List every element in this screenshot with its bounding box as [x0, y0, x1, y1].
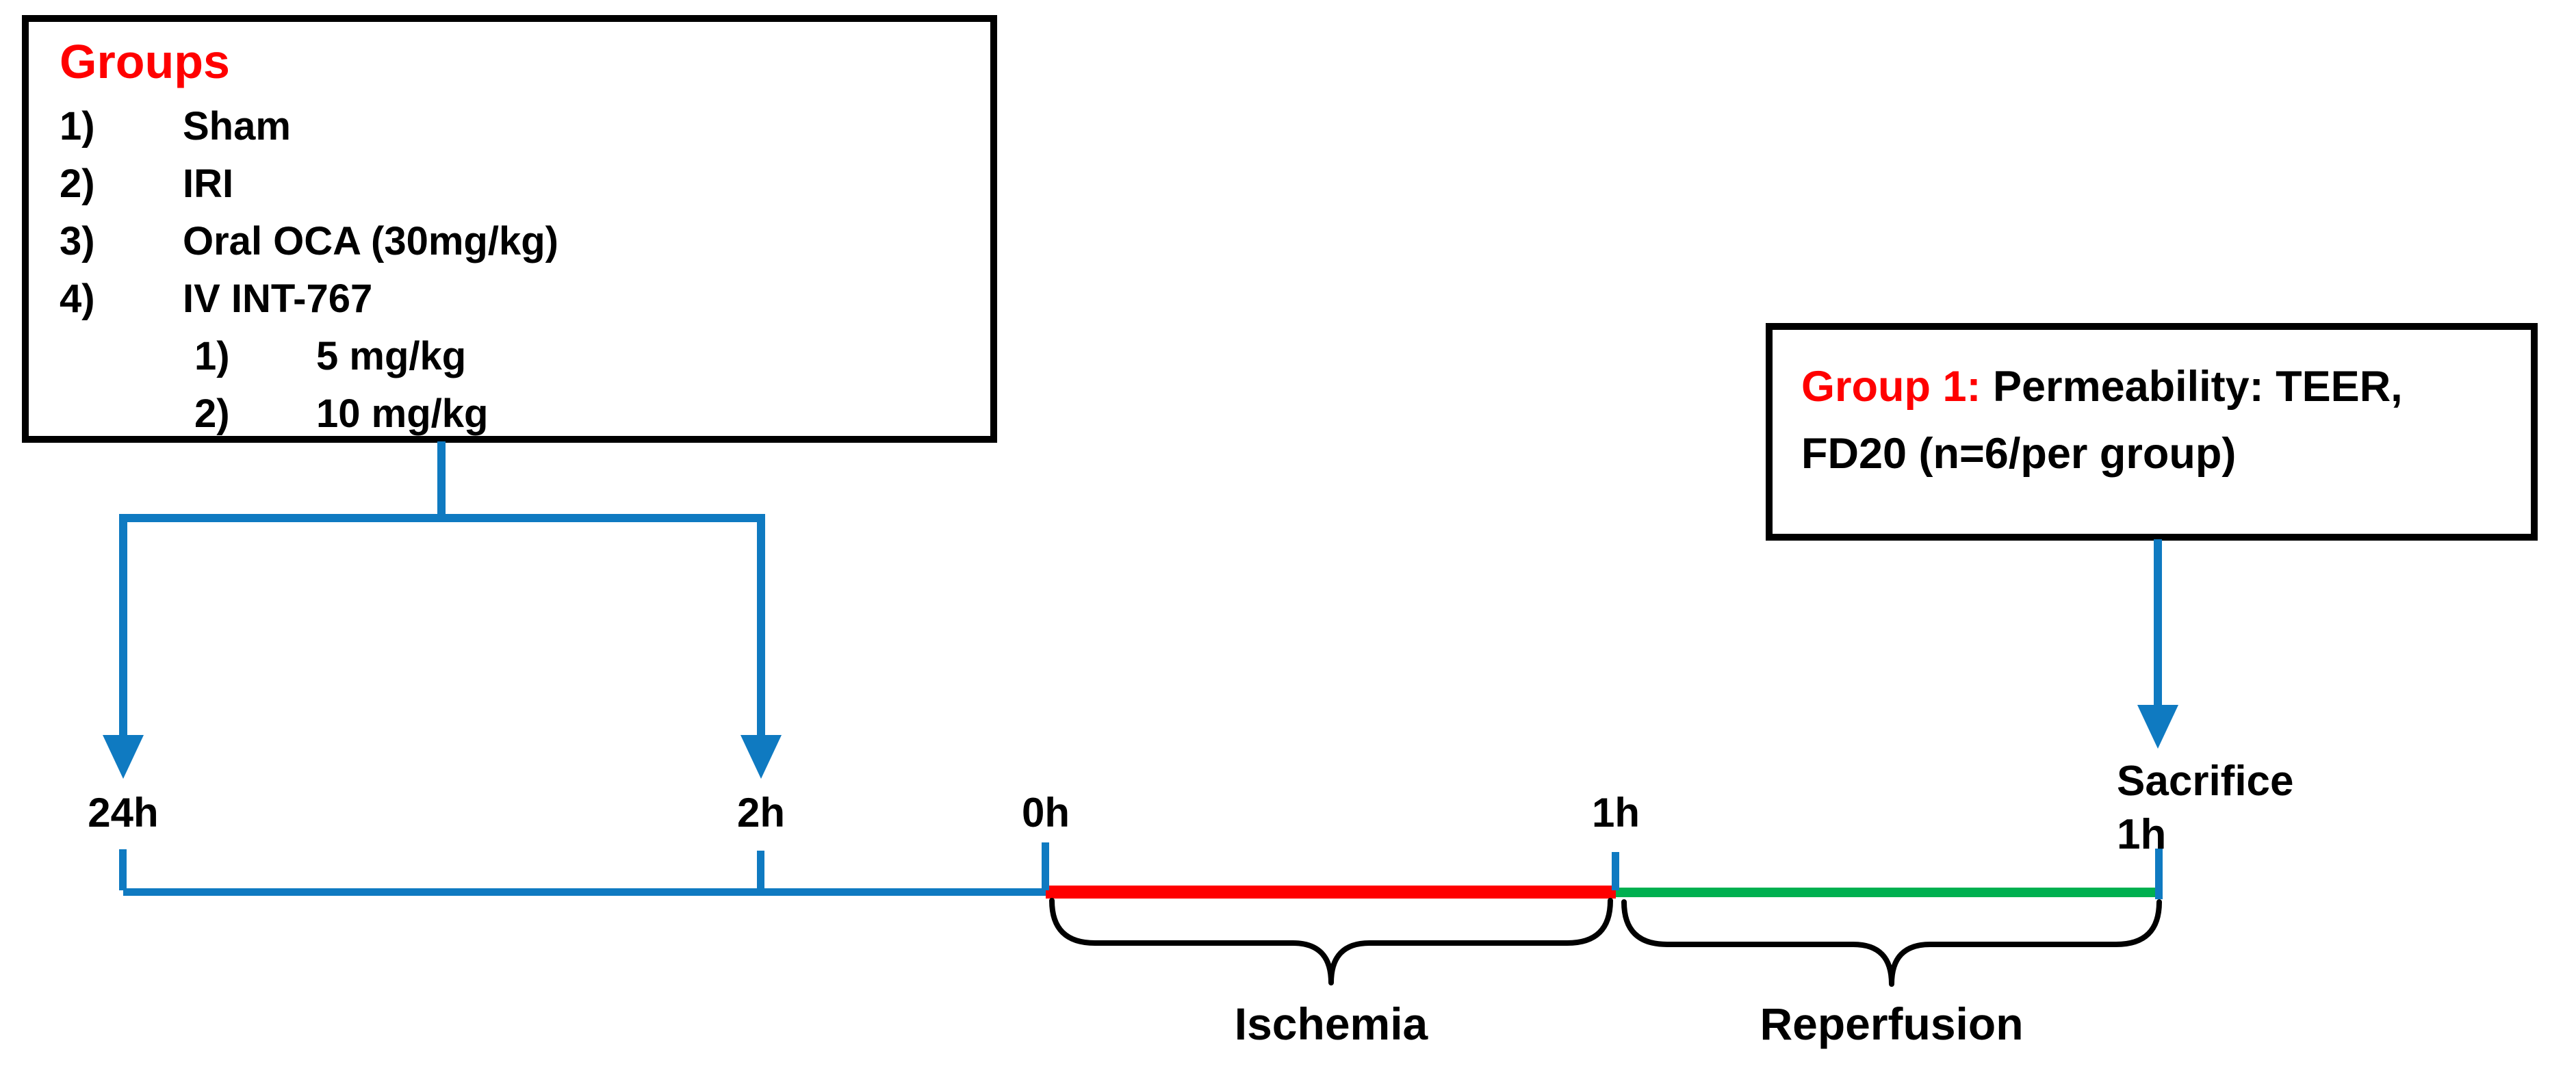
- timeline-ischemia-segment: [1046, 886, 1616, 899]
- sacrifice-arrow-shaft: [2154, 539, 2162, 708]
- annotation-box: Group 1: Permeability: TEER, FD20 (n=6/p…: [1766, 323, 2538, 541]
- tick-end: [2155, 849, 2163, 899]
- group-item-num: 2): [60, 161, 95, 206]
- group-item-row: 2) IRI: [29, 155, 990, 212]
- annotation-highlight: Group 1:: [1801, 363, 1981, 411]
- group-item-label: Sham: [183, 103, 291, 149]
- label-sacrifice-time: 1h: [2117, 811, 2167, 858]
- tick-2h: [757, 851, 764, 890]
- label-ischemia: Ischemia: [1234, 998, 1428, 1049]
- label-sacrifice: Sacrifice: [2117, 758, 2294, 805]
- groups-box: Groups 1) Sham 2) IRI 3) Oral OCA (30mg/…: [22, 15, 997, 443]
- group-item-label: Oral OCA (30mg/kg): [183, 218, 558, 263]
- group-item-label: 10 mg/kg: [316, 391, 489, 436]
- label-1h: 1h: [1591, 790, 1640, 836]
- group-subitem-row: 2) 10 mg/kg: [29, 385, 990, 442]
- group-item-num: 2): [194, 391, 230, 436]
- label-0h: 0h: [1021, 790, 1070, 836]
- tick-0h: [1042, 842, 1049, 890]
- group-item-num: 1): [194, 333, 230, 378]
- ischemia-brace: [1049, 898, 1613, 985]
- branch-stem-line: [437, 441, 446, 522]
- label-24h: 24h: [88, 790, 159, 836]
- dose-arrow-24h-shaft: [119, 514, 127, 738]
- group-item-num: 1): [60, 103, 95, 149]
- group-item-row: 4) IV INT-767: [29, 270, 990, 327]
- groups-title: Groups: [60, 35, 230, 88]
- timeline-reperfusion-segment: [1616, 888, 2159, 897]
- dose-arrow-2h-shaft: [757, 514, 765, 738]
- tick-1h: [1612, 852, 1619, 890]
- label-reperfusion: Reperfusion: [1760, 998, 2024, 1049]
- group-item-row: 3) Oral OCA (30mg/kg): [29, 212, 990, 270]
- tick-24h: [119, 849, 127, 890]
- group-item-num: 4): [60, 276, 95, 321]
- annotation-line2: FD20 (n=6/per group): [1801, 430, 2237, 478]
- group-item-row: 1) Sham: [29, 97, 990, 155]
- timeline-baseline-blue: [123, 888, 1046, 896]
- reperfusion-brace: [1621, 899, 2162, 987]
- dose-arrow-2h-arrowhead-icon: [740, 735, 782, 779]
- group-item-label: IRI: [183, 161, 234, 206]
- group-item-label: IV INT-767: [183, 276, 373, 321]
- group-subitem-row: 1) 5 mg/kg: [29, 327, 990, 385]
- group-item-num: 3): [60, 218, 95, 263]
- sacrifice-arrow-arrowhead-icon: [2137, 705, 2178, 749]
- dose-arrow-24h-arrowhead-icon: [103, 735, 144, 779]
- label-2h: 2h: [736, 790, 786, 836]
- group-item-label: 5 mg/kg: [316, 333, 467, 378]
- branch-horizontal-line: [119, 514, 765, 522]
- annotation-line1: Permeability: TEER,: [1981, 363, 2403, 411]
